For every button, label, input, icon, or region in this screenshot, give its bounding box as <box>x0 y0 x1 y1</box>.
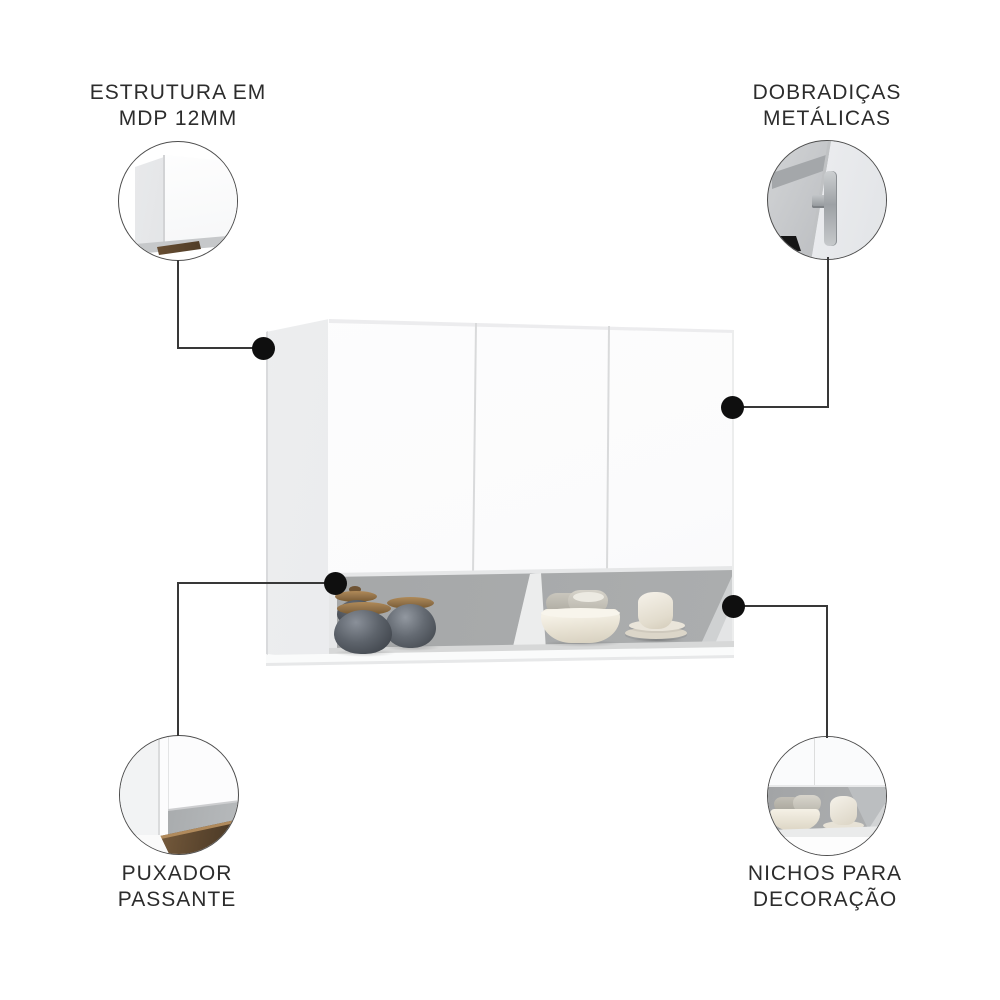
connector-niche-vertical <box>826 605 828 738</box>
niche-detail-door-edge <box>768 785 886 788</box>
structure-side-face <box>135 157 164 250</box>
callout-dot-handle <box>323 571 347 595</box>
jar-right <box>385 604 436 648</box>
hinge-metal-strip <box>824 171 837 246</box>
large-bowl-rim <box>541 608 620 618</box>
small-bowl-interior <box>573 592 604 602</box>
label-line-1: DOBRADIÇAS <box>752 81 902 104</box>
label-nichos: NICHOS PARA DECORAÇÃO <box>705 861 945 913</box>
jar-back-lid <box>335 591 377 602</box>
label-dobradicas: DOBRADIÇAS METÁLICAS <box>707 80 947 132</box>
label-line-1: ESTRUTURA EM <box>89 81 267 104</box>
structure-front-face <box>164 155 237 243</box>
hinge-dark-corner <box>774 236 801 253</box>
connector-structure-vertical <box>177 260 179 349</box>
connector-hinge-vertical <box>827 257 829 408</box>
handle-door-edge-face <box>120 736 159 854</box>
jar-lid-knob <box>349 586 361 593</box>
niche-detail-plate-top <box>823 821 864 830</box>
detail-circle-hinge <box>767 140 887 260</box>
label-line-1: NICHOS PARA <box>747 862 903 885</box>
ceramic-vase <box>638 592 673 629</box>
handle-edge-line-2 <box>167 736 169 840</box>
callout-dot-hinge <box>720 395 744 419</box>
label-line-2: DECORAÇÃO <box>752 888 898 911</box>
niche-detail-bottom <box>768 837 886 855</box>
niche-detail-vase <box>830 796 857 825</box>
plate-shadow <box>630 637 685 643</box>
connector-structure-horizontal <box>177 347 263 349</box>
callout-dot-structure <box>251 336 275 360</box>
label-estrutura: ESTRUTURA EM MDP 12MM <box>58 80 298 132</box>
connector-hinge-horizontal <box>733 406 828 408</box>
connector-handle-vertical <box>177 582 179 736</box>
jar-front <box>334 610 392 654</box>
niche-detail-door-gap <box>813 737 815 787</box>
handle-bottom-white <box>120 835 170 854</box>
niche-detail-door-band <box>768 737 886 787</box>
label-puxador: PUXADOR PASSANTE <box>57 861 297 913</box>
callout-dot-niche <box>721 594 745 618</box>
detail-circle-structure <box>118 141 238 261</box>
handle-edge-line <box>158 736 160 854</box>
connector-handle-horizontal <box>178 582 335 584</box>
connector-niche-horizontal <box>733 605 828 607</box>
label-line-2: MDP 12MM <box>118 107 238 130</box>
detail-circle-niche <box>767 736 887 856</box>
structure-corner-edge <box>163 155 165 243</box>
label-line-2: METÁLICAS <box>762 107 892 130</box>
detail-circle-handle <box>119 735 239 855</box>
bowl-shadow <box>543 640 621 647</box>
label-line-1: PUXADOR <box>121 862 233 885</box>
niche-detail-cream-bowl <box>770 809 820 831</box>
label-line-2: PASSANTE <box>117 888 237 911</box>
